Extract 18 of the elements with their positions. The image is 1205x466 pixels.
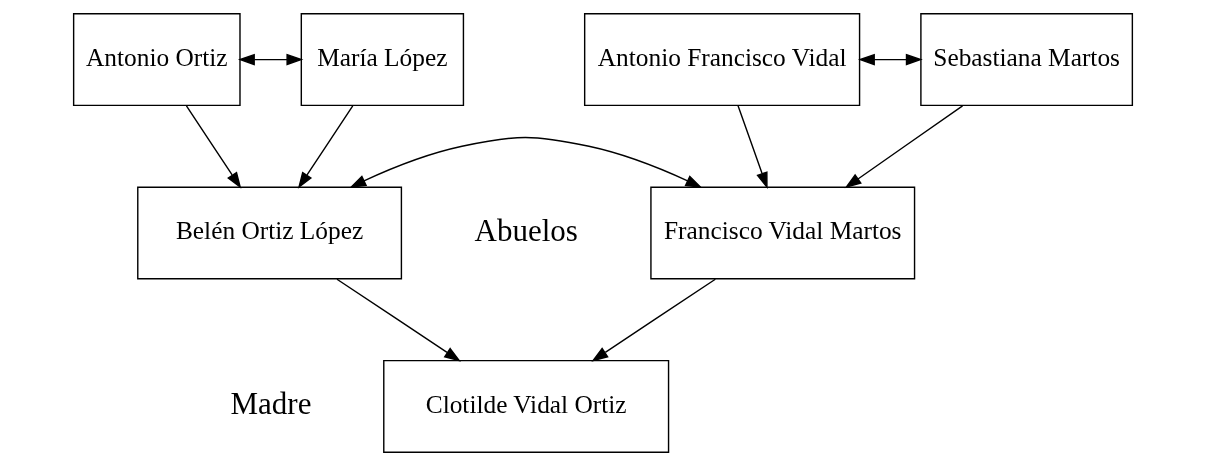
arrow (844, 105, 963, 189)
arrow (237, 53, 303, 66)
node-box: Francisco Vidal Martos (649, 186, 915, 280)
arrow (335, 278, 461, 362)
node-box: María López (300, 13, 464, 107)
arrow (348, 136, 702, 188)
node-box: Sebastiana Martos (919, 13, 1133, 107)
arrow (736, 105, 768, 190)
node-box: Antonio Francisco Vidal (583, 13, 860, 107)
arrow (297, 105, 353, 189)
label: Madre (230, 386, 311, 422)
arrow (590, 278, 716, 362)
arrow (857, 53, 923, 66)
node-box: Antonio Ortiz (72, 13, 241, 107)
node-box: Belén Ortiz López (136, 186, 402, 280)
node-box: Clotilde Vidal Ortiz (382, 359, 669, 453)
arrow (185, 105, 241, 189)
label: Abuelos (474, 212, 578, 248)
